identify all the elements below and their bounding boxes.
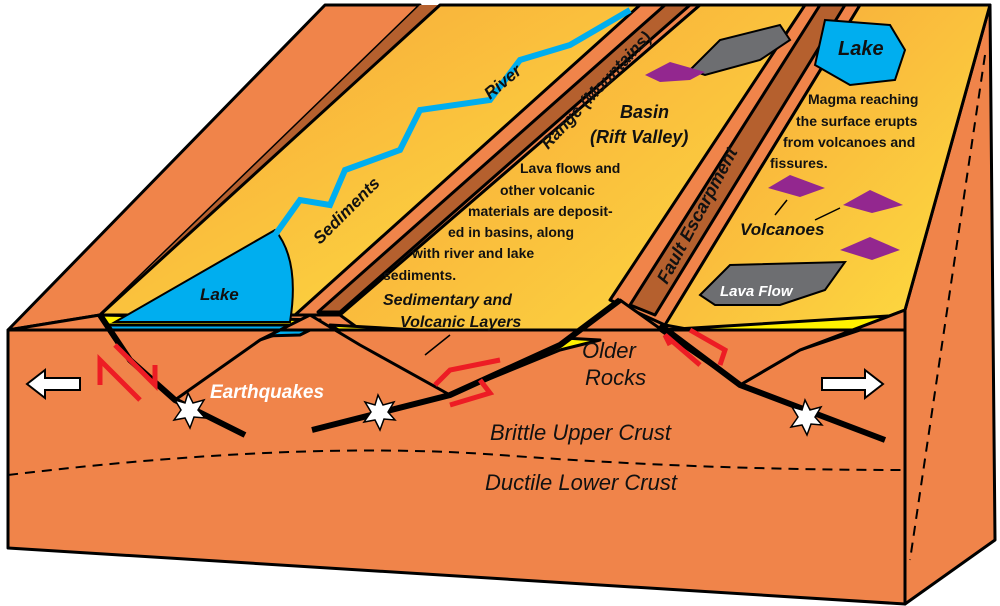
text-line: fissures. xyxy=(770,155,828,171)
text-line: with river and lake xyxy=(411,245,534,261)
volcano-icon xyxy=(843,190,903,213)
fault-right xyxy=(658,322,887,443)
label-rift-valley: (Rift Valley) xyxy=(590,127,688,147)
lava-description: Lava flows and other volcanic materials … xyxy=(383,160,620,283)
text-line: Lava flows and xyxy=(520,160,620,176)
label-ductile-lower-crust: Ductile Lower Crust xyxy=(485,470,678,495)
extension-arrow-left-icon xyxy=(25,367,81,401)
label-lava-flow: Lava Flow xyxy=(720,283,794,300)
label-brittle-upper-crust: Brittle Upper Crust xyxy=(490,420,672,445)
text-line: Magma reaching xyxy=(808,91,918,107)
slip-arrow-icon xyxy=(662,333,702,367)
magma-description: Magma reaching the surface erupts from v… xyxy=(770,91,918,171)
extension-arrow-right-icon xyxy=(821,367,885,401)
river xyxy=(272,7,632,237)
lava-flow-bottom xyxy=(698,260,847,306)
volcanoes xyxy=(645,62,903,260)
label-lake-right: Lake xyxy=(838,38,884,60)
slip-arrow-icon xyxy=(688,327,729,366)
leader-line xyxy=(774,199,788,216)
leader-line xyxy=(814,207,841,221)
label-volcanoes: Volcanoes xyxy=(740,220,824,239)
label-layers-2: Volcanic Layers xyxy=(400,314,521,331)
earthquake-star-icon xyxy=(172,390,207,430)
range-brown xyxy=(316,3,692,314)
earthquake-star-icon xyxy=(789,397,824,437)
side-dashed xyxy=(909,54,986,561)
label-older: Older xyxy=(582,338,637,363)
slip-arrow-icon xyxy=(97,353,142,402)
escarpment-brown xyxy=(628,3,847,317)
slip-arrow-icon xyxy=(113,343,158,392)
text-line: the surface erupts xyxy=(796,113,918,129)
text-line: sediments. xyxy=(383,267,456,283)
slip-arrow-icon xyxy=(433,357,501,387)
lava-flow-top xyxy=(688,23,792,77)
volcano-icon xyxy=(645,62,705,82)
text-line: ed in basins, along xyxy=(448,224,574,240)
text-line: from volcanoes and xyxy=(783,134,915,150)
volcano-icon xyxy=(768,175,825,197)
label-basin: Basin xyxy=(620,102,669,122)
slip-arrow-icon xyxy=(449,378,495,408)
label-lake-left: Lake xyxy=(200,285,239,304)
volcano-icon xyxy=(840,237,900,260)
label-rocks: Rocks xyxy=(585,365,646,390)
lake-right xyxy=(813,18,907,87)
label-earthquakes: Earthquakes xyxy=(210,382,324,403)
earthquake-star-icon xyxy=(362,392,397,432)
label-layers-1: Sedimentary and xyxy=(383,292,513,309)
text-line: other volcanic xyxy=(500,182,595,198)
leader-line xyxy=(424,334,451,356)
text-line: materials are deposit- xyxy=(468,203,613,219)
